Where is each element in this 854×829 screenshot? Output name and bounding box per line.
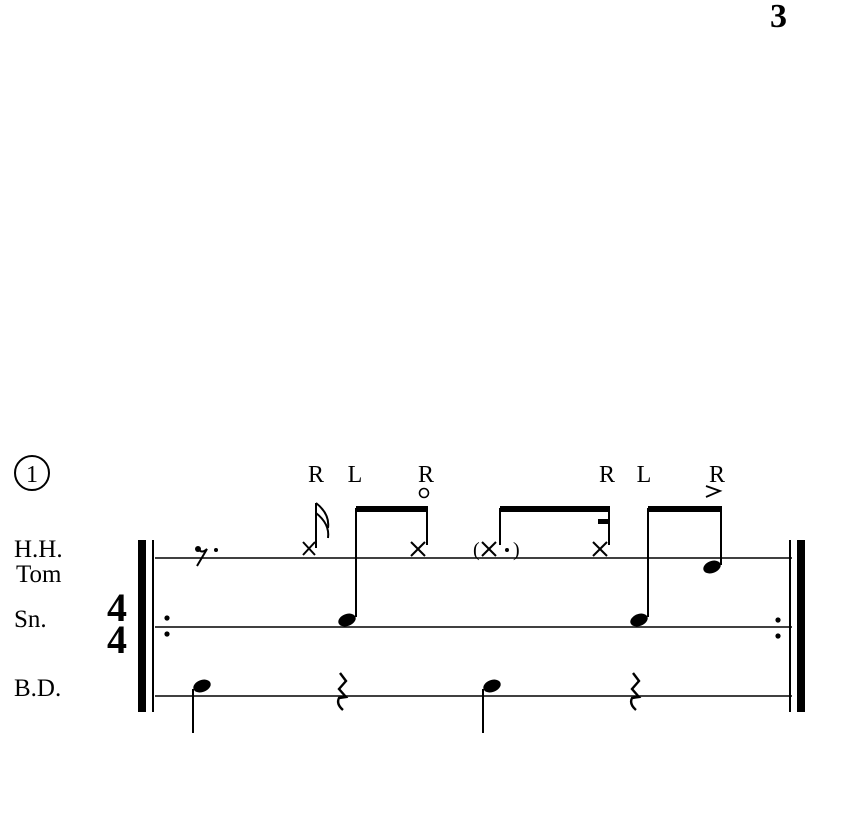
sticking-row: R L R R L R: [308, 462, 725, 488]
paren-close: ): [513, 539, 520, 561]
sticking-1: R: [308, 462, 324, 488]
paren-open: (: [473, 539, 480, 561]
exercise-number-marker: 1: [14, 455, 50, 491]
snare-note-1: [338, 508, 357, 627]
time-sig-numerator: 4: [107, 585, 127, 630]
hihat-open-mark: [418, 487, 430, 499]
beam-1: [356, 506, 428, 545]
hihat-ghost-note: ( ): [473, 539, 520, 561]
end-repeat-barline: [775, 540, 805, 712]
hihat-x-3: [592, 541, 608, 557]
bass-drum-note-2: [482, 679, 501, 733]
bass-drum-note-1: [192, 679, 211, 733]
start-repeat-barline: [138, 540, 170, 712]
quarter-rest-2: [629, 672, 642, 711]
beam-3: [648, 506, 722, 565]
beam-2: [499, 506, 610, 545]
sticking-5: L: [637, 462, 652, 488]
time-sig-denominator: 4: [107, 617, 127, 662]
label-snare: Sn.: [14, 606, 47, 633]
label-hihat: H.H.: [14, 536, 63, 563]
accent-mark: [705, 485, 723, 498]
label-tom: Tom: [16, 561, 62, 588]
tom-note: [703, 560, 721, 574]
sticking-3: R: [418, 462, 434, 488]
page-number: 3: [770, 0, 787, 35]
hihat-grace-note: [302, 502, 330, 556]
quarter-rest-1: [336, 672, 349, 711]
snare-note-2: [630, 508, 649, 627]
sticking-6: R: [709, 462, 725, 488]
label-bass-drum: B.D.: [14, 675, 61, 702]
sticking-2: L: [348, 462, 363, 488]
staff-lines: [155, 557, 792, 697]
exercise-number: 1: [26, 462, 38, 488]
dotted-eighth-rest: [195, 546, 218, 567]
sticking-4: R: [599, 462, 615, 488]
hihat-x-2: [410, 541, 426, 557]
